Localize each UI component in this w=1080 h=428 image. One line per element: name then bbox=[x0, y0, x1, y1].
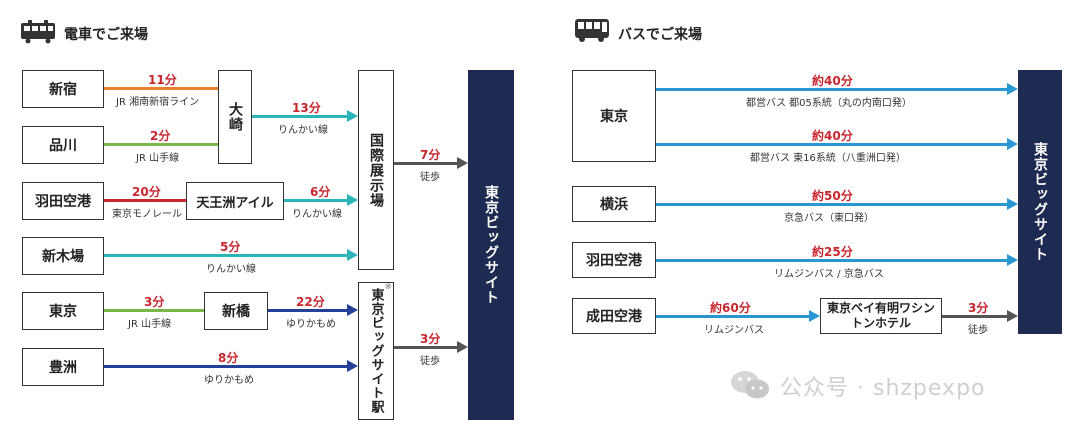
bus-time-haneda: 約25分 bbox=[812, 245, 853, 259]
line-shinbashi-bigsight-station bbox=[268, 309, 348, 312]
time-shinagawa: 2分 bbox=[150, 129, 171, 143]
time-toyosu: 8分 bbox=[218, 351, 239, 365]
arrowhead-station-bigsight bbox=[457, 341, 468, 353]
bus-origin-yokohama: 横浜 bbox=[572, 186, 656, 222]
line-shinagawa-osaki bbox=[104, 143, 218, 146]
bus-time-tokyo-1: 約40分 bbox=[812, 74, 853, 88]
bus-icon bbox=[574, 18, 610, 48]
watermark-text: 公众号 · shzpexpo bbox=[780, 376, 986, 401]
bus-time-yokohama: 約50分 bbox=[812, 189, 853, 203]
via-osaki-kokusai: りんかい線 bbox=[278, 125, 328, 136]
bus-via-narita: リムジンバス bbox=[704, 325, 764, 336]
arrowhead-tennozu-kokusai bbox=[347, 194, 358, 206]
time-haneda: 20分 bbox=[132, 185, 161, 199]
bus-line-narita-hotel bbox=[656, 315, 810, 318]
bus-arrowhead-hotel-bigsight bbox=[1007, 310, 1018, 322]
bus-arrowhead-yokohama bbox=[1007, 198, 1018, 210]
bus-via-yokohama: 京急バス（東口発） bbox=[784, 213, 874, 224]
bus-hotel-label: 東京ベイ有明ワシントンホテル bbox=[826, 301, 935, 330]
bus-line-hotel-bigsight bbox=[942, 315, 1008, 318]
time-osaki-kokusai: 13分 bbox=[292, 101, 321, 115]
time-station-walk: 3分 bbox=[420, 332, 441, 346]
hub-shinbashi: 新橋 bbox=[204, 292, 268, 330]
via-shinbashi-station: ゆりかもめ bbox=[286, 319, 336, 330]
via-station-walk: 徒歩 bbox=[420, 356, 440, 367]
arrowhead-shinkiba-kokusai bbox=[347, 249, 358, 261]
bus-line-haneda bbox=[656, 259, 1008, 262]
bus-origin-tokyo: 東京 bbox=[572, 70, 656, 162]
bus-time-hotel-walk: 3分 bbox=[968, 301, 989, 315]
bus-via-hotel-walk: 徒歩 bbox=[968, 325, 988, 336]
hub-tennozu: 天王洲アイル bbox=[186, 182, 284, 220]
origin-toyosu: 豊洲 bbox=[22, 348, 104, 386]
hub-osaki: 大崎 bbox=[218, 70, 252, 164]
arrowhead-toyosu-bigsight-station bbox=[347, 360, 358, 372]
line-haneda-tennozu bbox=[104, 199, 186, 202]
arrowhead-osaki-kokusai bbox=[347, 110, 358, 122]
hub-kokusai-tenjijo: 国際展示場 bbox=[358, 70, 394, 270]
via-shinkiba: りんかい線 bbox=[206, 264, 256, 275]
arrowhead-kokusai-bigsight bbox=[457, 157, 468, 169]
bus-arrowhead-narita-hotel bbox=[809, 310, 820, 322]
bus-arrowhead-tokyo-1 bbox=[1007, 83, 1018, 95]
arrowhead-shinbashi-bigsight-station bbox=[347, 304, 358, 316]
bus-time-narita: 約60分 bbox=[710, 301, 751, 315]
bus-via-tokyo-2: 都営バス 東16系統（八重洲口発） bbox=[750, 153, 906, 164]
bus-arrowhead-tokyo-2 bbox=[1007, 138, 1018, 150]
line-tokyo-shinbashi bbox=[104, 309, 204, 312]
time-tokyo-shinbashi: 3分 bbox=[144, 295, 165, 309]
wechat-icon bbox=[728, 368, 772, 406]
station-mark: ※ bbox=[385, 282, 392, 291]
origin-shinkiba: 新木場 bbox=[22, 237, 104, 275]
bus-via-tokyo-1: 都営バス 都05系統（丸の内南口発） bbox=[746, 98, 912, 109]
origin-shinjuku: 新宿 bbox=[22, 70, 104, 108]
line-tennozu-kokusai bbox=[284, 199, 348, 202]
bus-via-haneda: リムジンバス / 京急バス bbox=[774, 269, 884, 280]
time-shinjuku: 11分 bbox=[148, 73, 177, 87]
bus-origin-narita: 成田空港 bbox=[572, 298, 656, 334]
line-osaki-kokusai bbox=[252, 115, 348, 118]
line-station-bigsight bbox=[394, 346, 458, 349]
bus-hotel: 東京ベイ有明ワシントンホテル bbox=[820, 298, 942, 334]
train-icon bbox=[20, 20, 56, 48]
origin-shinagawa: 品川 bbox=[22, 126, 104, 164]
bigsight-destination-train: 東京ビッグサイト bbox=[468, 70, 514, 420]
line-shinjuku-osaki bbox=[104, 87, 218, 90]
hub-bigsight-station: 東京ビッグサイト駅 bbox=[358, 282, 394, 420]
origin-tokyo: 東京 bbox=[22, 292, 104, 330]
bigsight-destination-bus: 東京ビッグサイト bbox=[1018, 70, 1062, 334]
bus-arrowhead-haneda bbox=[1007, 254, 1018, 266]
bus-origin-haneda: 羽田空港 bbox=[572, 242, 656, 278]
bus-line-tokyo-2 bbox=[656, 143, 1008, 146]
via-shinagawa: JR 山手線 bbox=[136, 153, 180, 164]
time-shinkiba: 5分 bbox=[220, 240, 241, 254]
via-shinjuku: JR 湘南新宿ライン bbox=[116, 97, 200, 108]
time-shinbashi-station: 22分 bbox=[296, 295, 325, 309]
via-haneda: 東京モノレール bbox=[112, 209, 182, 220]
line-kokusai-bigsight bbox=[394, 162, 458, 165]
via-toyosu: ゆりかもめ bbox=[204, 375, 254, 386]
via-tokyo-shinbashi: JR 山手線 bbox=[128, 319, 172, 330]
origin-haneda: 羽田空港 bbox=[22, 182, 104, 220]
time-tennozu-kokusai: 6分 bbox=[310, 185, 331, 199]
bus-line-tokyo-1 bbox=[656, 88, 1008, 91]
bus-time-tokyo-2: 約40分 bbox=[812, 129, 853, 143]
bus-line-yokohama bbox=[656, 203, 1008, 206]
time-kokusai-walk: 7分 bbox=[420, 148, 441, 162]
bus-section-title: バスでご来場 bbox=[618, 27, 702, 43]
via-tennozu-kokusai: りんかい線 bbox=[292, 209, 342, 220]
line-shinkiba-kokusai bbox=[104, 254, 348, 257]
line-toyosu-bigsight-station bbox=[104, 365, 348, 368]
train-section-title: 電車でご来場 bbox=[64, 27, 148, 43]
via-kokusai-walk: 徒歩 bbox=[420, 172, 440, 183]
